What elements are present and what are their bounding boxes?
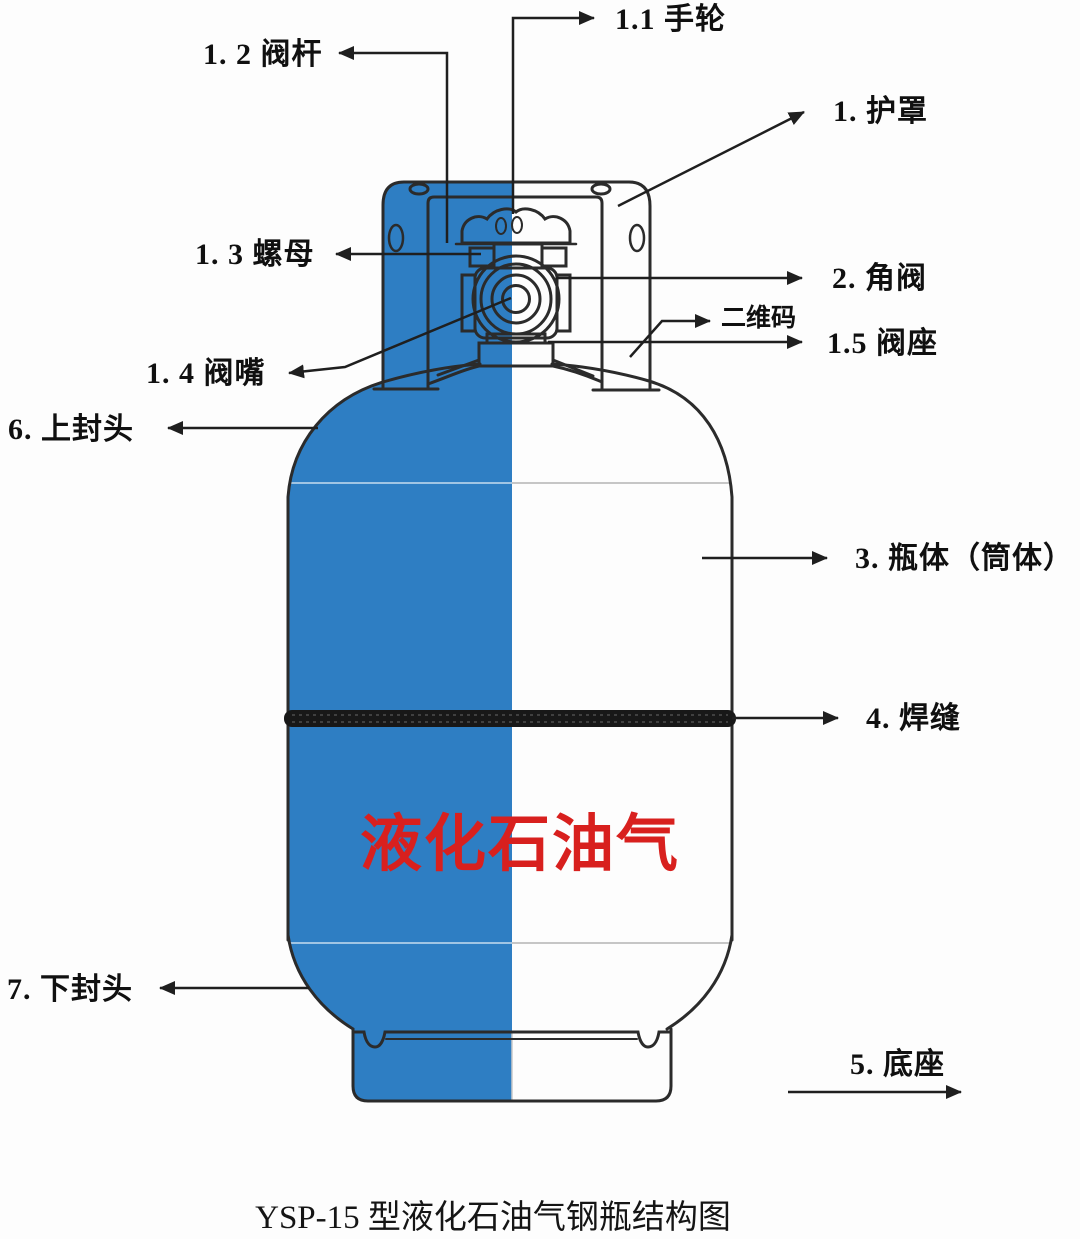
protective-collar (372, 180, 661, 392)
handwheel (460, 207, 572, 245)
blue-half-fill (288, 182, 512, 1101)
leader-handwheel (511, 11, 595, 214)
label-protective-cover: 1. 护罩 (833, 95, 928, 128)
label-nut: 1. 3 螺母 (195, 238, 315, 271)
label-qr-code: 二维码 (721, 305, 797, 332)
label-valve-nozzle: 1. 4 阀嘴 (146, 357, 266, 390)
leader-valve-nozzle (288, 296, 512, 379)
label-valve-seat: 1.5 阀座 (827, 327, 938, 360)
leader-lines (159, 11, 962, 1099)
label-valve-stem: 1. 2 阀杆 (203, 38, 323, 71)
label-angle-valve: 2. 角阀 (832, 262, 927, 295)
label-lower-head: 7. 下封头 (7, 973, 133, 1006)
leader-valve-stem (338, 46, 449, 243)
label-base: 5. 底座 (850, 1048, 945, 1081)
label-weld-seam: 4. 焊缝 (866, 702, 961, 735)
collar-ear-left (387, 223, 405, 253)
weld-seam-band (284, 710, 736, 727)
label-cylinder-body: 3. 瓶体（筒体） (855, 542, 1074, 575)
label-upper-head: 6. 上封头 (8, 413, 134, 446)
diagram-caption: YSP-15 型液化石油气钢瓶结构图 (255, 1200, 731, 1236)
cylinder-outline (286, 362, 734, 1031)
lpg-watermark-text: 液化石油气 (360, 810, 681, 879)
collar-ear-right (628, 223, 646, 253)
leader-protective-cover (617, 110, 805, 208)
label-handwheel: 1.1 手轮 (615, 3, 726, 36)
angle-valve-assembly (436, 207, 595, 378)
faint-girth-lines (290, 482, 730, 1100)
leader-qr-code (629, 314, 711, 358)
base-ring (351, 1027, 673, 1103)
